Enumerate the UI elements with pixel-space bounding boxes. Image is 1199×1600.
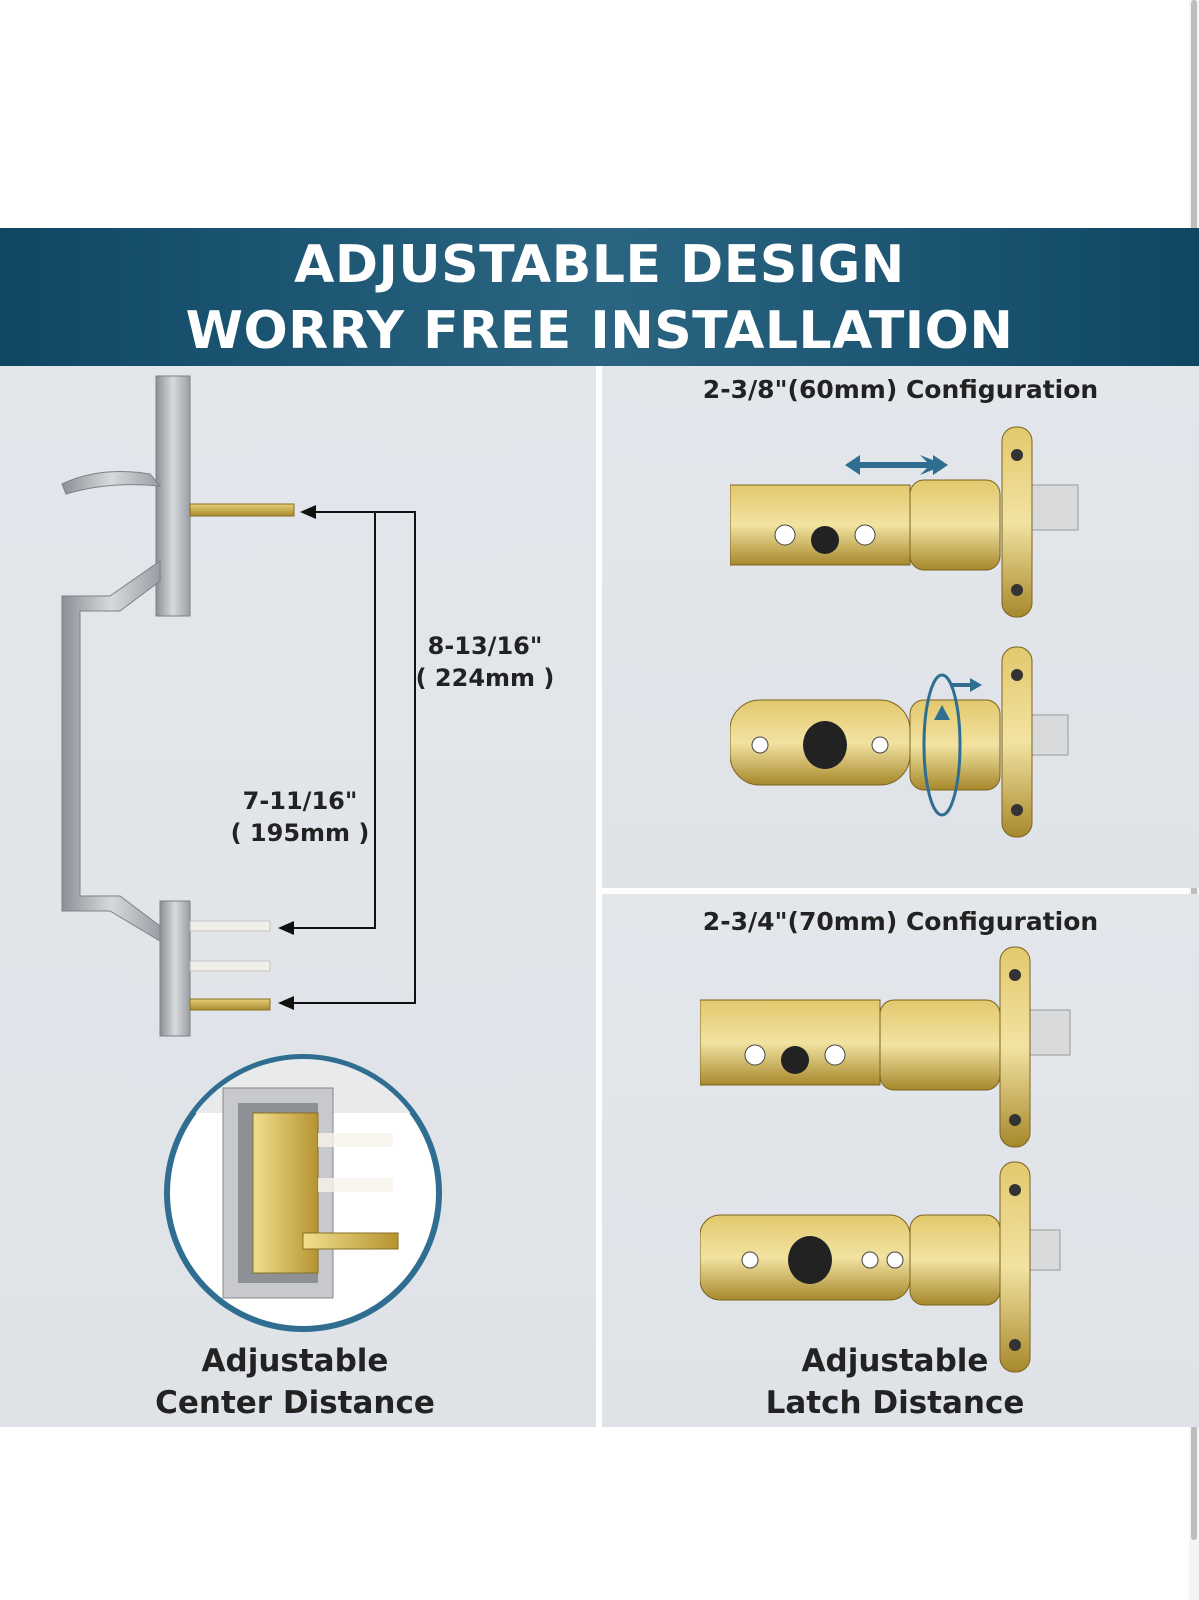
center-distance-caption-line2: Center Distance: [155, 1385, 435, 1421]
banner-title-line1: ADJUSTABLE DESIGN: [294, 235, 905, 295]
inner-dimension-inches: 7-11/16": [242, 787, 358, 815]
latch-70mm-front: [700, 946, 1071, 1148]
outer-dimension-label: 8-13/16" ( 224mm ): [405, 630, 565, 694]
config-60mm-panel: [602, 366, 1199, 888]
config-60mm-label: 2-3/8"(60mm) Configuration: [702, 375, 1099, 404]
inner-dimension-mm: ( 195mm ): [230, 819, 370, 847]
latch-60mm-rotated: [730, 646, 1069, 838]
latch-distance-caption: Adjustable Latch Distance: [720, 1340, 1070, 1424]
handle-illustration: [61, 375, 416, 1037]
latch-distance-caption-line1: Adjustable: [801, 1343, 989, 1379]
title-banner: ADJUSTABLE DESIGN WORRY FREE INSTALLATIO…: [0, 228, 1199, 366]
latch-distance-caption-line2: Latch Distance: [765, 1385, 1025, 1421]
center-distance-caption-line1: Adjustable: [201, 1343, 389, 1379]
banner-title-line2: WORRY FREE INSTALLATION: [185, 301, 1014, 361]
outer-dimension-mm: ( 224mm ): [415, 664, 555, 692]
config-70mm-label: 2-3/4"(70mm) Configuration: [702, 907, 1099, 936]
center-distance-caption: Adjustable Center Distance: [120, 1340, 470, 1424]
latch-70mm-extended: [700, 1161, 1061, 1373]
inner-dimension-label: 7-11/16" ( 195mm ): [225, 785, 375, 849]
config-70mm-panel: [602, 894, 1199, 1427]
latch-60mm-front: [730, 426, 1079, 618]
outer-dimension-inches: 8-13/16": [427, 632, 543, 660]
center-distance-detail-icon: [164, 1054, 442, 1332]
